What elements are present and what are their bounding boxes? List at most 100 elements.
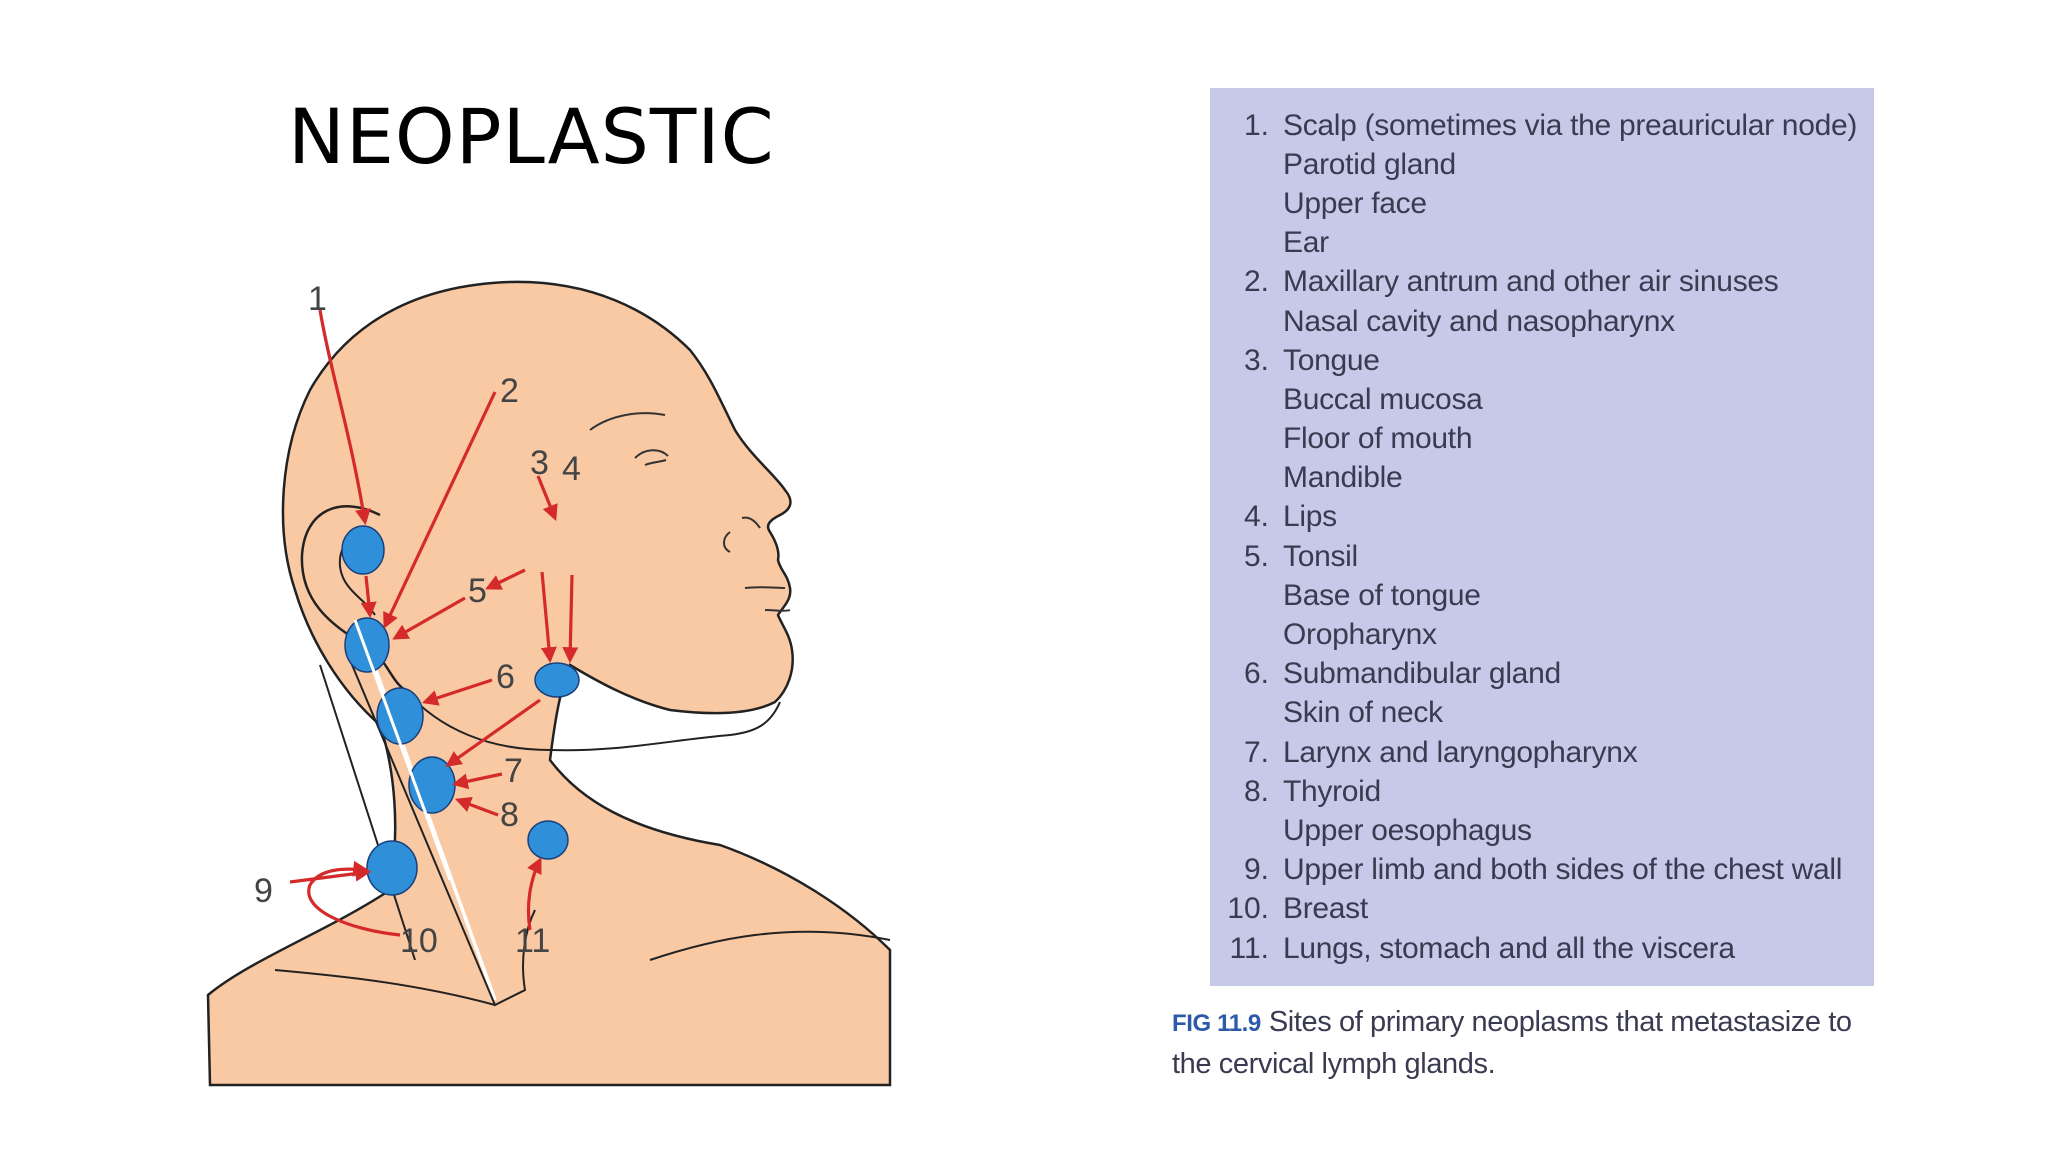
site-row: Nasal cavity and nasopharynx [1210,302,1874,341]
arrow-8 [455,797,499,817]
site-row: Mandible [1210,459,1874,498]
nostril [723,516,761,553]
arrow-6 [421,678,493,706]
mouth [744,586,791,612]
site-row: Ear [1210,224,1874,263]
site-text: Ear [1283,226,1329,260]
eye [634,449,669,466]
clavicle [274,969,496,1006]
primary-sites-list: 1. Scalp (sometimes via the preauricular … [1210,88,1874,986]
diagram-label-10: 10 [400,922,438,960]
site-text: Buccal mucosa [1283,382,1483,416]
site-number: 10. [1227,892,1269,926]
site-number: 1. [1243,108,1269,142]
diagram-label-3: 3 [530,444,549,482]
lymph-node-left-supraclavicular [527,820,569,860]
site-text: Thyroid [1283,774,1381,808]
site-text: Breast [1283,892,1368,926]
diagram-label-2: 2 [500,372,519,410]
site-text: Tonsil [1283,539,1358,573]
site-text: Base of tongue [1283,578,1481,612]
diagram-label-7: 7 [504,752,523,790]
site-text: Upper limb and both sides of the chest w… [1283,853,1843,887]
sternomastoid-line [319,664,416,961]
diagram-label-4: 4 [562,450,581,488]
site-row: 3. Tongue [1210,341,1874,380]
site-row: Parotid gland [1210,145,1874,184]
site-row: 4.Lips [1210,498,1874,537]
site-row: Floor of mouth [1210,420,1874,459]
site-text: Parotid gland [1283,147,1456,181]
diagram-label-9: 9 [254,872,273,910]
site-text: Lungs, stomach and all the viscera [1283,931,1735,965]
slide-title: NEOPLASTIC [288,92,775,181]
site-text: Mandible [1283,461,1403,495]
arrow-5 [392,596,466,640]
site-text: Tongue [1283,343,1380,377]
site-text: Nasal cavity and nasopharynx [1283,304,1675,338]
arrow-2 [383,391,497,629]
site-row: 7. Larynx and laryngopharynx [1210,733,1874,772]
figure-label: FIG 11.9 [1172,1010,1261,1037]
site-text: Skin of neck [1283,696,1443,730]
site-number: 2. [1243,265,1269,299]
site-row: Base of tongue [1210,576,1874,615]
lymph-node-submandibular [534,662,580,698]
head-neck-diagram: 1 2 3 4 5 6 7 8 9 10 11 [206,280,892,1087]
site-row: Skin of neck [1210,694,1874,733]
site-number: 11. [1229,931,1269,965]
arrow-11 [526,857,542,931]
site-number: 5. [1243,539,1269,573]
site-row: 8. Thyroid [1210,772,1874,811]
site-text: Larynx and laryngopharynx [1283,735,1638,769]
site-text: Oropharynx [1283,618,1437,652]
diagram-label-5: 5 [468,572,487,610]
site-text: Scalp (sometimes via the preauricular no… [1283,108,1858,142]
arrow-3c [540,571,557,664]
arrow-7 [451,772,503,790]
site-row: 1. Scalp (sometimes via the preauricular … [1210,106,1874,145]
site-number: 6. [1243,657,1269,691]
arrow-3a [485,568,526,590]
jaw-line [404,689,781,752]
arrow-10 [307,860,401,937]
site-row: 10. Breast [1210,890,1874,929]
diagram-label-11: 11 [515,922,550,960]
site-number: 7. [1243,735,1269,769]
shoulder-line [649,930,891,961]
arrow-1 [318,309,371,526]
site-row: Oropharynx [1210,615,1874,654]
site-text: Maxillary antrum and other air sinuses [1283,265,1779,299]
site-row: 11. Lungs, stomach and all the viscera [1210,929,1874,968]
site-number: 4. [1243,500,1269,534]
arrow-3b [536,475,558,521]
diagram-label-6: 6 [496,658,515,696]
site-text: Floor of mouth [1283,422,1473,456]
arrow-submand-to-node [445,698,541,767]
site-text: Upper face [1283,186,1427,220]
site-row: Upper oesophagus [1210,811,1874,850]
arrow-1b [360,575,377,619]
site-row: Buccal mucosa [1210,380,1874,419]
site-row: 2. Maxillary antrum and other air sinuses [1210,263,1874,302]
arrow-9 [289,865,372,884]
neck-front-line [349,659,536,1007]
site-number: 9. [1243,853,1269,887]
diagram-label-1: 1 [308,280,327,318]
site-row: 5. Tonsil [1210,537,1874,576]
lymph-node-supraclavicular [366,840,418,896]
site-text: Submandibular gland [1283,657,1561,691]
site-row: Upper face [1210,184,1874,223]
lymph-node-jugulodigastric [344,617,390,673]
figure-caption-text: Sites of primary neoplasms that metastas… [1172,1006,1852,1080]
lymph-node-preauricular [341,525,385,575]
site-row: 6. Submandibular gland [1210,655,1874,694]
site-number: 8. [1243,774,1269,808]
site-text: Upper oesophagus [1283,813,1532,847]
eyebrow [589,412,666,431]
node-highlight [353,619,452,881]
arrow-4 [562,574,579,664]
diagram-label-8: 8 [500,796,519,834]
site-number: 3. [1243,343,1269,377]
